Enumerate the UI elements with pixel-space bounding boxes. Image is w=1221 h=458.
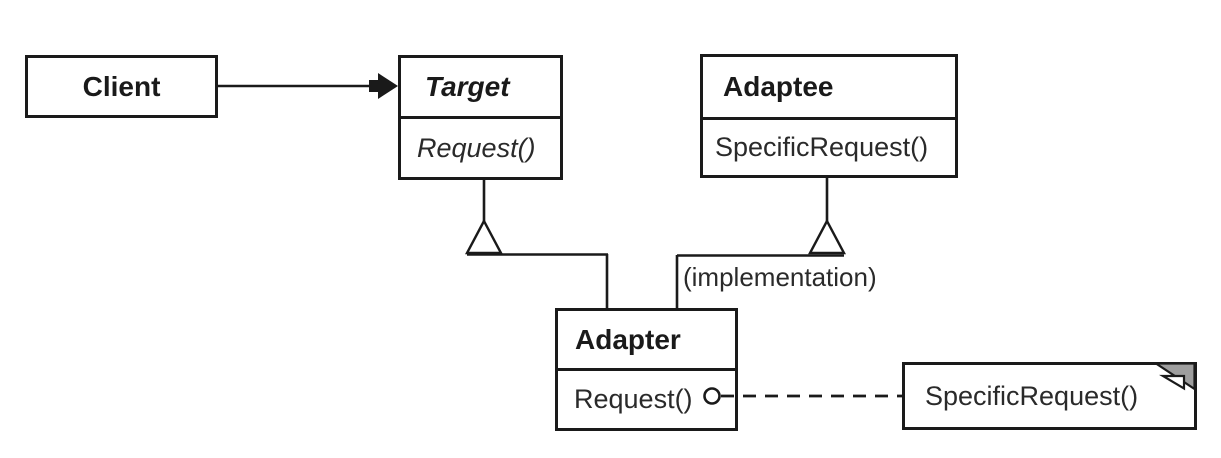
adaptee-class-box: Adaptee SpecificRequest()	[700, 54, 958, 178]
adapter-class-name: Adapter	[575, 323, 681, 355]
client-target-association-arrow	[218, 73, 398, 99]
target-class-name: Target	[425, 71, 510, 102]
adaptee-method-specificrequest: SpecificRequest()	[703, 117, 955, 175]
implementation-label: (implementation)	[683, 262, 877, 292]
inheritance-triangle-right-icon	[808, 218, 846, 255]
inheritance-triangle-left-icon	[465, 218, 503, 255]
adaptee-class-name: Adaptee	[723, 71, 834, 102]
client-class-box: Client	[25, 55, 218, 118]
adapter-class-box: Adapter Request()	[555, 308, 738, 431]
adapter-target-inheritance	[465, 180, 609, 308]
solid-arrowhead-icon	[369, 73, 398, 99]
target-class-box: Target Request()	[398, 55, 563, 180]
target-method-request: Request()	[401, 116, 560, 177]
note-text: SpecificRequest()	[925, 380, 1139, 411]
adapter-method-request: Request()	[558, 368, 735, 428]
note-box: SpecificRequest()	[902, 362, 1197, 430]
client-class-name: Client	[82, 70, 161, 102]
